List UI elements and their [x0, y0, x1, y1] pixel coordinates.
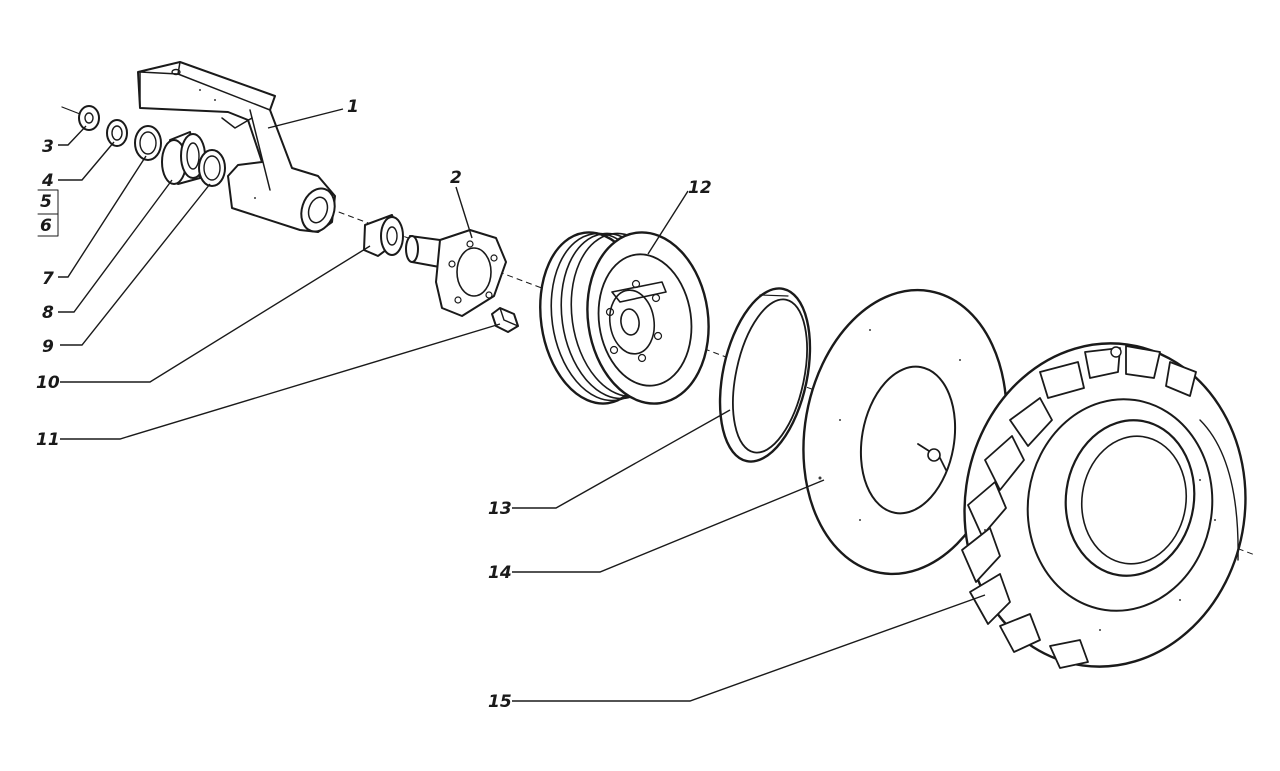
part-2-flange [405, 229, 507, 317]
label-4: 4 [41, 171, 54, 191]
leader-2 [455, 186, 473, 239]
part-7-ring [134, 125, 162, 161]
label-14: 14 [488, 563, 512, 583]
label-13: 13 [488, 499, 512, 519]
part-13-rim-band [718, 287, 812, 463]
leader-3 [58, 125, 87, 146]
part-9-ring [198, 149, 226, 187]
part-12-wheel-rim [539, 231, 710, 405]
label-11: 11 [36, 430, 60, 450]
part-10-hub-bearing [363, 214, 404, 257]
surface-texture [199, 89, 1216, 631]
label-15: 15 [488, 692, 512, 712]
label-9: 9 [42, 337, 54, 357]
label-2: 2 [450, 168, 462, 188]
leader-13 [512, 409, 731, 509]
part-labels: 1 2 3 4 5 6 7 8 9 10 11 12 13 14 15 [36, 97, 712, 712]
leader-15 [512, 594, 986, 702]
part-8-bushing [161, 131, 206, 185]
label-12: 12 [688, 178, 712, 198]
part-4-washer [106, 119, 128, 147]
leader-4 [58, 141, 115, 181]
label-frame-marks [37, 189, 59, 237]
leader-10 [60, 245, 371, 383]
leader-14 [512, 479, 825, 573]
label-3: 3 [42, 137, 54, 157]
leader-8 [58, 179, 173, 313]
part-1-bracket [137, 61, 336, 233]
part-11-bolt [491, 307, 519, 333]
label-5: 5 [40, 192, 52, 212]
label-1: 1 [347, 97, 359, 117]
leader-12 [647, 190, 689, 255]
label-6: 6 [40, 216, 52, 236]
part-15-tire [961, 342, 1247, 669]
part-14-inner-tube [802, 288, 1008, 576]
leader-lines [58, 108, 986, 702]
label-10: 10 [36, 373, 60, 393]
leader-1 [267, 108, 344, 129]
part-3-nut [61, 105, 100, 131]
label-7: 7 [42, 269, 54, 289]
leader-11 [60, 323, 501, 440]
label-8: 8 [42, 303, 54, 323]
leader-7 [58, 155, 147, 278]
leader-9 [60, 183, 211, 346]
